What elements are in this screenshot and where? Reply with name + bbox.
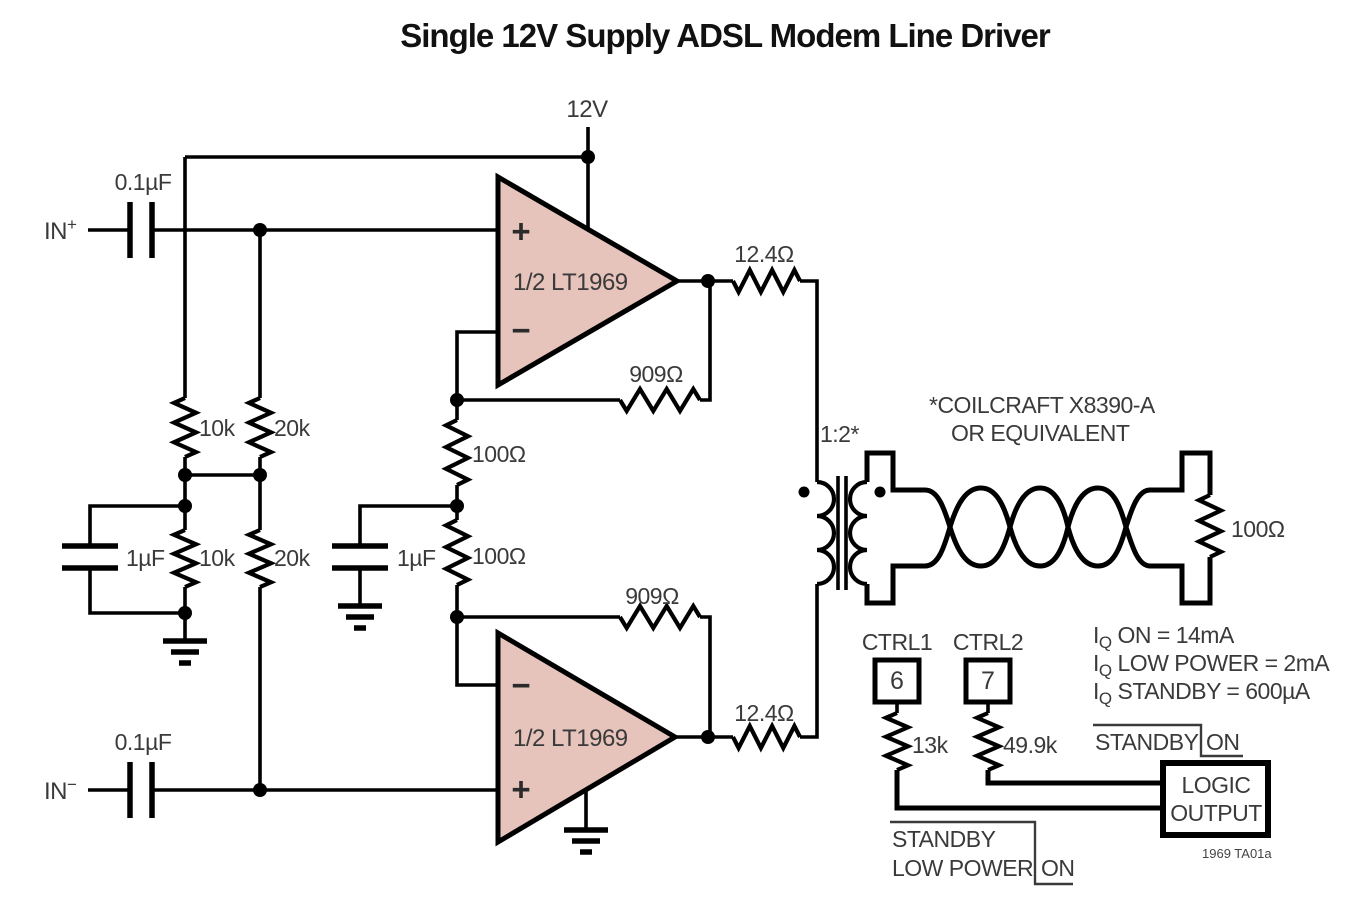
resistor-gain-top-label: 100Ω [472,441,526,467]
cap-in-neg-label: 0.1µF [115,729,172,755]
resistor-gain-bot-label: 100Ω [472,543,526,569]
mode-left-high2-label: LOW POWER [892,855,1033,881]
pin-6-number: 6 [890,667,904,695]
ctrl1-label: CTRL1 [862,629,932,655]
opamp-top-plus-sign: + [511,213,530,250]
feedback-bottom-wires [457,615,712,737]
supply-12v-label: 12V [566,96,608,123]
cap-mid-1uf [332,543,388,571]
bias-cap-wires [88,504,185,615]
in-neg-label: IN− [44,775,77,805]
schematic-title: Single 12V Supply ADSL Modem Line Driver [400,17,1051,54]
resistor-ctrl-49r9k [971,711,1005,772]
opamp-bottom-label: 1/2 LT1969 [513,725,628,752]
twisted-pair-wire-a [924,485,1151,569]
twisted-pair-wire-b [924,485,1151,569]
pin-box-6 [872,657,922,705]
logic-output-box [1160,760,1271,838]
mode-left-low-label: ON [1041,855,1075,881]
junction-dots [178,150,715,797]
resistor-bias-10k-top [168,396,202,459]
resistor-out-12r4-bot [731,721,802,753]
resistor-bias-10k-bot [168,528,202,589]
resistor-fb-909-bot [618,601,702,633]
mode-left-level-lines [890,820,1073,886]
iq-standby-note: IQ STANDBY = 600µA [1093,678,1311,708]
mode-right-low-label: ON [1206,729,1240,755]
mode-right-level-lines [1093,723,1243,758]
logic-output-line2: OUTPUT [1170,800,1262,826]
resistor-out-top-label: 12.4Ω [734,241,794,267]
resistor-bias-20k-top-label: 20k [274,415,311,441]
cap-bias-label: 1µF [126,545,165,571]
output-top-wires [677,279,819,482]
gain-chain-wires [358,330,498,687]
figure-caption: 1969 TA01a [1202,846,1272,861]
pin-7-number: 7 [981,667,995,695]
transformer-primary-winding [816,479,837,587]
phase-dot-primary [798,486,810,498]
cap-bias-1uf [62,543,118,571]
resistor-gain-100-bot [441,518,473,587]
logic-output-line1: LOGIC [1181,772,1250,798]
resistor-gain-100-top [441,418,473,487]
transformer-ratio-label: 1:2* [820,421,859,447]
transformer-note-line2: OR EQUIVALENT [951,420,1130,446]
resistor-fb-bot-label: 909Ω [625,583,679,609]
resistor-ctrl-13k [880,711,914,772]
resistor-fb-909-top [618,384,702,416]
phase-dot-secondary [874,486,886,498]
cap-in-neg [127,762,155,818]
transformer-note-line1: *COILCRAFT X8390-A [929,392,1156,418]
ground-bias [163,638,207,666]
ground-mid-cap [338,603,382,631]
iq-on-note: IQ ON = 14mA [1093,622,1235,652]
resistor-out-12r4-top [731,265,802,297]
line-bracket-right [1150,450,1213,606]
bias-network-wires [183,230,262,790]
resistor-ctrl2-label: 49.9k [1003,732,1058,758]
resistor-bias-10k-bot-label: 10k [199,545,236,571]
iq-low-power-note: IQ LOW POWER = 2mA [1093,650,1330,680]
transformer-secondary-winding [847,479,868,587]
resistor-bias-10k-top-label: 10k [199,415,236,441]
resistor-load-label: 100Ω [1231,516,1285,542]
resistor-bias-20k-top [243,396,277,459]
resistor-out-bot-label: 12.4Ω [734,700,794,726]
mode-left-high1-label: STANDBY [892,826,996,852]
resistor-ctrl1-label: 13k [912,732,949,758]
pin-box-7 [963,657,1013,705]
resistor-load-100 [1194,493,1226,559]
in-pos-label: IN+ [44,215,77,245]
cap-in-pos [127,202,155,258]
opamp-top-triangle [495,172,682,390]
line-bracket-left [864,450,925,606]
resistor-fb-top-label: 909Ω [629,361,683,387]
opamp-top-minus-sign: − [511,312,530,349]
opamp-top-label: 1/2 LT1969 [513,269,628,296]
resistor-bias-20k-bot [243,528,277,589]
logic-output-wires [894,770,1163,811]
feedback-top-wires [457,281,712,402]
ground-opamp-bottom [564,827,608,855]
transformer-core [836,476,848,590]
opamp-bottom-minus-sign: − [511,667,530,704]
mode-right-high-label: STANDBY [1095,729,1199,755]
cap-in-pos-label: 0.1µF [115,169,172,195]
cap-mid-label: 1µF [397,545,436,571]
opamp-bottom-triangle [495,628,680,847]
supply-rail-wire [183,127,590,398]
resistor-bias-20k-bot-label: 20k [274,545,311,571]
ctrl2-label: CTRL2 [953,629,1023,655]
opamp-bottom-plus-sign: + [511,771,530,808]
